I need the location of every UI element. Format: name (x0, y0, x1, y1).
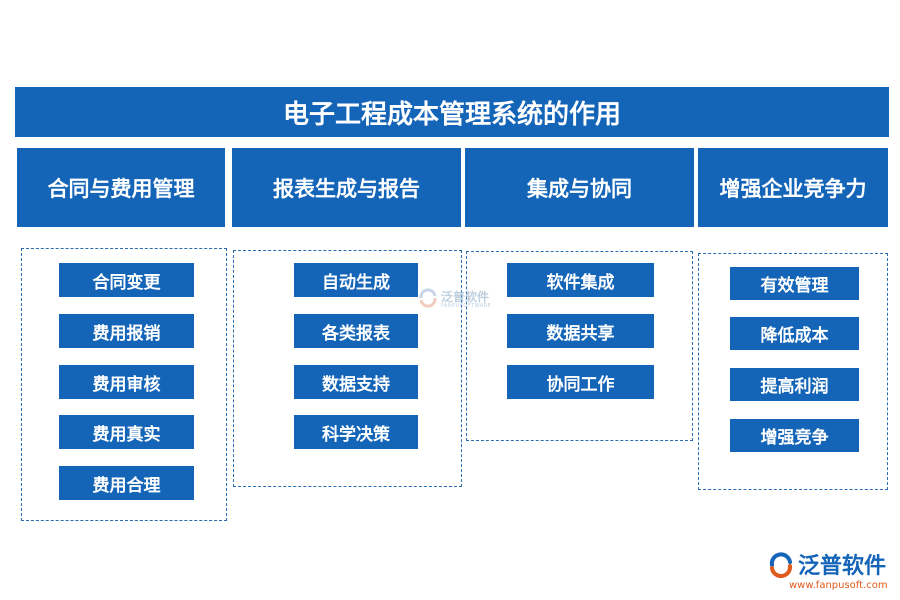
watermark-logo-icon (418, 288, 438, 312)
panel-contract-expense (21, 248, 227, 521)
item-scientific-decision: 科学决策 (294, 415, 418, 449)
column-header-integration: 集成与协同 (465, 148, 694, 227)
panel-integration (466, 251, 693, 441)
item-reduce-cost: 降低成本 (730, 317, 859, 350)
item-data-sharing: 数据共享 (507, 314, 654, 348)
column-header-competitiveness: 增强企业竞争力 (698, 148, 888, 227)
panel-report (233, 250, 462, 487)
item-data-support: 数据支持 (294, 365, 418, 399)
item-expense-reasonable: 费用合理 (59, 466, 194, 500)
item-software-integration: 软件集成 (507, 263, 654, 297)
item-contract-change: 合同变更 (59, 263, 194, 297)
item-effective-management: 有效管理 (730, 267, 859, 300)
item-collaborative-work: 协同工作 (507, 365, 654, 399)
watermark-name: 泛普软件 (441, 290, 490, 304)
column-header-report: 报表生成与报告 (232, 148, 461, 227)
item-expense-reimbursement: 费用报销 (59, 314, 194, 348)
watermark-sub: FANPUSOFTWARE (441, 303, 492, 309)
brand-logo-icon (768, 552, 794, 582)
panel-competitiveness (698, 253, 888, 490)
watermark: 泛普软件 FANPUSOFTWARE (418, 288, 491, 312)
diagram-title: 电子工程成本管理系统的作用 (15, 87, 889, 137)
brand-url: www.fanpusoft.com (789, 580, 888, 591)
item-expense-authentic: 费用真实 (59, 415, 194, 449)
brand-name: 泛普软件 (798, 554, 887, 579)
column-header-contract-expense: 合同与费用管理 (17, 148, 225, 227)
brand-logo: 泛普软件 (768, 552, 886, 582)
item-expense-audit: 费用审核 (59, 365, 194, 399)
item-various-reports: 各类报表 (294, 314, 418, 348)
item-auto-generate: 自动生成 (294, 263, 418, 297)
item-increase-profit: 提高利润 (730, 368, 859, 401)
item-enhance-competition: 增强竞争 (730, 419, 859, 452)
